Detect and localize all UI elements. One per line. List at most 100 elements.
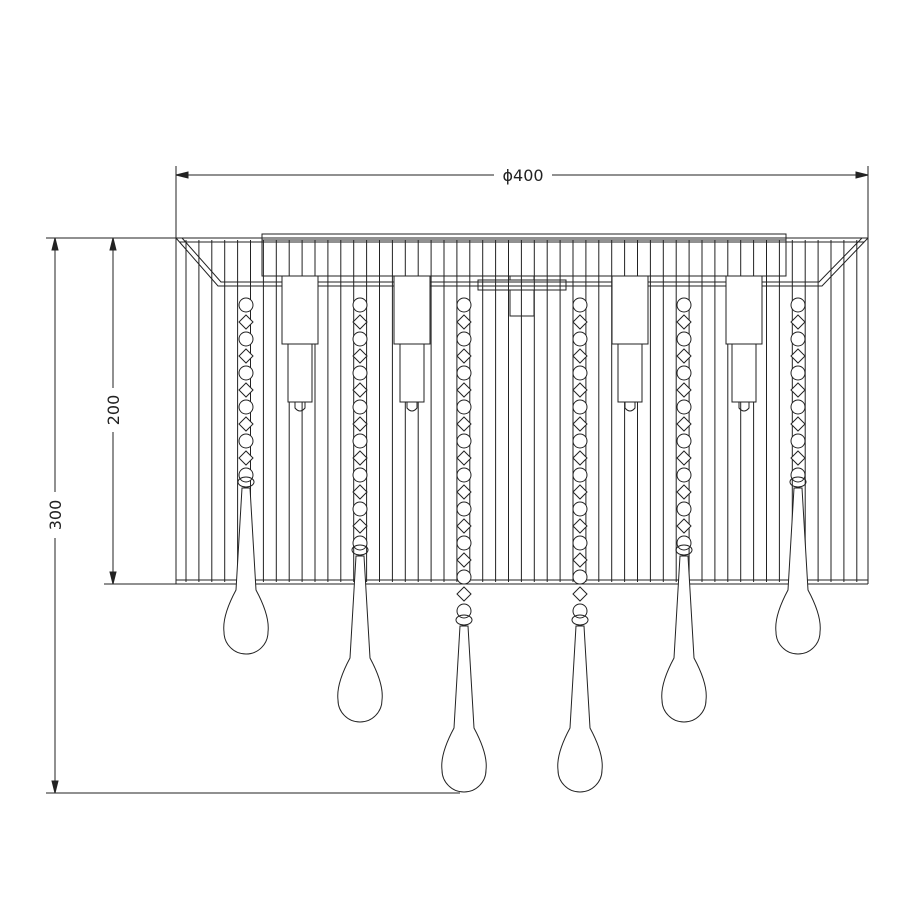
crystal-bead [572, 484, 588, 500]
socket [611, 275, 649, 345]
crystal-bead [456, 331, 472, 347]
crystal-bead [676, 484, 692, 500]
crystal-bead [456, 603, 472, 619]
crystal-bead [572, 501, 588, 517]
crystal-bead [352, 433, 368, 449]
canopy-taper [175, 237, 869, 287]
crystal-bead [790, 399, 806, 415]
bulb-tip [738, 402, 750, 412]
width-arrow-left [175, 171, 189, 179]
total-height-dimension-label: 300 [46, 500, 65, 531]
bulb-holders [281, 275, 763, 412]
strand-ring [237, 476, 255, 488]
crystal-bead [456, 501, 472, 517]
center-hub-cap [509, 275, 535, 281]
crystal-bead [456, 348, 472, 364]
teardrop-crystal [557, 625, 603, 793]
fixture-body [175, 233, 869, 585]
teardrop-crystal [775, 487, 821, 655]
crystal-bead [676, 399, 692, 415]
crystal-bead [676, 365, 692, 381]
crystal-bead [790, 416, 806, 432]
crystal-bead [238, 365, 254, 381]
canopy-taper-inner [181, 237, 863, 283]
crystal-bead [572, 382, 588, 398]
crystal-bead [352, 518, 368, 534]
crystal-bead [456, 484, 472, 500]
crystal-bead [352, 331, 368, 347]
crystal-bead [238, 314, 254, 330]
bulb-tip [624, 402, 636, 412]
crystal-bead [456, 382, 472, 398]
strand-ring [789, 476, 807, 488]
crystal-bead [572, 467, 588, 483]
crystal-bead [676, 518, 692, 534]
crystal-bead [790, 331, 806, 347]
crystal-bead [572, 416, 588, 432]
crystal-bead [676, 501, 692, 517]
center-hub-stem [509, 289, 535, 317]
crystal-bead [238, 433, 254, 449]
crystal-bead [572, 399, 588, 415]
crystal-bead [352, 501, 368, 517]
crystal-bead [352, 297, 368, 313]
crystal-bead [572, 518, 588, 534]
crystal-bead [572, 348, 588, 364]
crystal-bead [352, 399, 368, 415]
crystal-bead [456, 416, 472, 432]
teardrop-crystal [441, 625, 487, 793]
crystal-bead [572, 603, 588, 619]
crystal-bead [456, 365, 472, 381]
dimension-lines [46, 166, 869, 794]
crystal-bead [238, 416, 254, 432]
crystal-bead [456, 518, 472, 534]
strand-ring [675, 544, 693, 556]
crystal-bead [352, 450, 368, 466]
crystal-bead [790, 433, 806, 449]
crystal-bead [238, 467, 254, 483]
socket [393, 275, 431, 345]
crystal-bead [238, 297, 254, 313]
teardrop-crystal [223, 487, 269, 655]
crystal-bead [352, 348, 368, 364]
crystal-bead [572, 552, 588, 568]
crystal-bead [456, 467, 472, 483]
crystal-bead [676, 450, 692, 466]
crystal-bead [456, 314, 472, 330]
crystal-bead [238, 348, 254, 364]
socket [725, 275, 763, 345]
width-arrow-right [855, 171, 869, 179]
body-height-arrow-top [109, 237, 117, 251]
body-height-arrow-bottom [109, 571, 117, 585]
crystal-bead [456, 569, 472, 585]
crystal-bead [790, 365, 806, 381]
crystal-bead [352, 484, 368, 500]
crystal-bead [238, 450, 254, 466]
crystal-bead [676, 297, 692, 313]
crystal-bead [676, 535, 692, 551]
crystal-bead [352, 535, 368, 551]
crystal-bead [456, 399, 472, 415]
crystal-bead [572, 365, 588, 381]
crystal-bead [572, 297, 588, 313]
bulb-tip [406, 402, 418, 412]
crystal-bead [238, 382, 254, 398]
crystal-bead [676, 467, 692, 483]
crystal-bead [676, 416, 692, 432]
bulb-tip [294, 402, 306, 412]
bulb [617, 343, 643, 403]
crystal-bead [456, 297, 472, 313]
crystal-bead [676, 331, 692, 347]
crystal-bead [572, 331, 588, 347]
crystal-bead [790, 314, 806, 330]
strand-ring [455, 614, 473, 626]
crystal-bead [352, 365, 368, 381]
crystal-bead [456, 450, 472, 466]
strand-ring [571, 614, 589, 626]
crystal-bead [676, 348, 692, 364]
crystal-bead [456, 535, 472, 551]
total-height-arrow-bottom [51, 780, 59, 794]
crystal-bead [238, 399, 254, 415]
crystal-bead [676, 433, 692, 449]
socket [281, 275, 319, 345]
